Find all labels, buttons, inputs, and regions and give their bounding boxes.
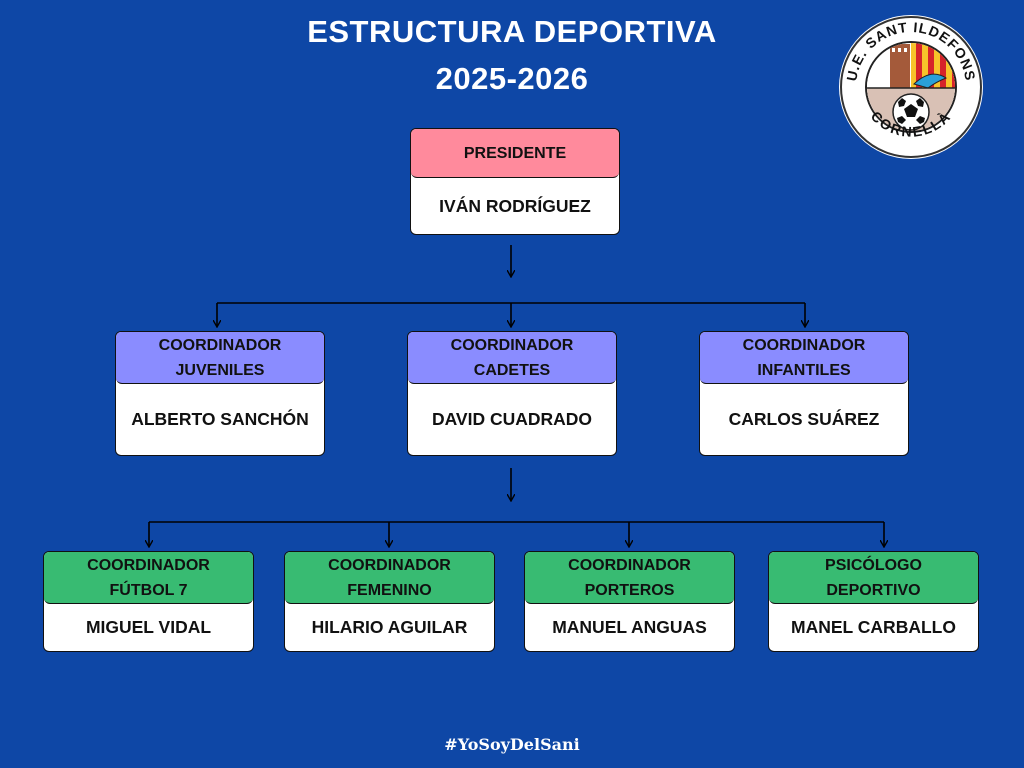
specialist-role-header: COORDINADOR PORTEROS bbox=[525, 552, 734, 604]
page-title: ESTRUCTURA DEPORTIVA bbox=[307, 14, 717, 49]
coordinator-role-line1: COORDINADOR bbox=[450, 336, 574, 354]
club-crest-logo: U.E. SANT ILDEFONS CORNELLÀ bbox=[839, 15, 983, 159]
coordinator-role-header: COORDINADOR INFANTILES bbox=[700, 332, 908, 384]
specialist-name: MANUEL ANGUAS bbox=[552, 617, 707, 637]
president-role-header: PRESIDENTE bbox=[411, 129, 619, 178]
specialist-role-line1: COORDINADOR bbox=[87, 556, 210, 574]
specialist-role-header: COORDINADOR FEMENINO bbox=[285, 552, 494, 604]
specialist-card-porteros: COORDINADOR PORTEROS MANUEL ANGUAS bbox=[524, 551, 735, 652]
specialist-role-line2: FEMENINO bbox=[347, 581, 432, 599]
president-card: PRESIDENTE IVÁN RODRÍGUEZ bbox=[410, 128, 620, 235]
coordinator-card-cadetes: COORDINADOR CADETES DAVID CUADRADO bbox=[407, 331, 617, 456]
specialist-role-line1: COORDINADOR bbox=[328, 556, 451, 574]
coordinator-name: ALBERTO SANCHÓN bbox=[131, 409, 309, 429]
coordinator-role-header: COORDINADOR CADETES bbox=[408, 332, 616, 384]
specialist-role-line2: FÚTBOL 7 bbox=[109, 581, 188, 599]
coordinator-name: CARLOS SUÁREZ bbox=[728, 409, 880, 429]
specialist-role-line2: DEPORTIVO bbox=[826, 581, 921, 599]
specialist-role-line1: PSICÓLOGO bbox=[825, 556, 922, 574]
specialist-name: MIGUEL VIDAL bbox=[85, 617, 212, 637]
footer-hashtag: #YoSoyDelSani bbox=[444, 735, 580, 754]
president-role-label: PRESIDENTE bbox=[463, 144, 567, 162]
coordinator-card-infantiles: COORDINADOR INFANTILES CARLOS SUÁREZ bbox=[699, 331, 909, 456]
specialist-role-line1: COORDINADOR bbox=[568, 556, 691, 574]
season-subtitle: 2025-2026 bbox=[435, 61, 589, 96]
specialist-role-header: PSICÓLOGO DEPORTIVO bbox=[769, 552, 978, 604]
coordinator-role-line1: COORDINADOR bbox=[158, 336, 282, 354]
president-name: IVÁN RODRÍGUEZ bbox=[439, 195, 591, 216]
coordinator-name: DAVID CUADRADO bbox=[431, 409, 593, 429]
coordinator-role-line2: CADETES bbox=[473, 361, 551, 379]
specialist-name: HILARIO AGUILAR bbox=[311, 617, 468, 637]
specialist-name: MANEL CARBALLO bbox=[791, 617, 956, 637]
specialist-role-header: COORDINADOR FÚTBOL 7 bbox=[44, 552, 253, 604]
specialist-card-psicologo: PSICÓLOGO DEPORTIVO MANEL CARBALLO bbox=[768, 551, 979, 652]
coordinator-role-line1: COORDINADOR bbox=[742, 336, 866, 354]
specialist-card-femenino: COORDINADOR FEMENINO HILARIO AGUILAR bbox=[284, 551, 495, 652]
coordinator-role-line2: INFANTILES bbox=[757, 361, 851, 379]
specialist-card-futbol7: COORDINADOR FÚTBOL 7 MIGUEL VIDAL bbox=[43, 551, 254, 652]
coordinator-role-line2: JUVENILES bbox=[175, 361, 265, 379]
coordinator-role-header: COORDINADOR JUVENILES bbox=[116, 332, 324, 384]
coordinator-card-juveniles: COORDINADOR JUVENILES ALBERTO SANCHÓN bbox=[115, 331, 325, 456]
specialist-role-line2: PORTEROS bbox=[584, 581, 675, 599]
